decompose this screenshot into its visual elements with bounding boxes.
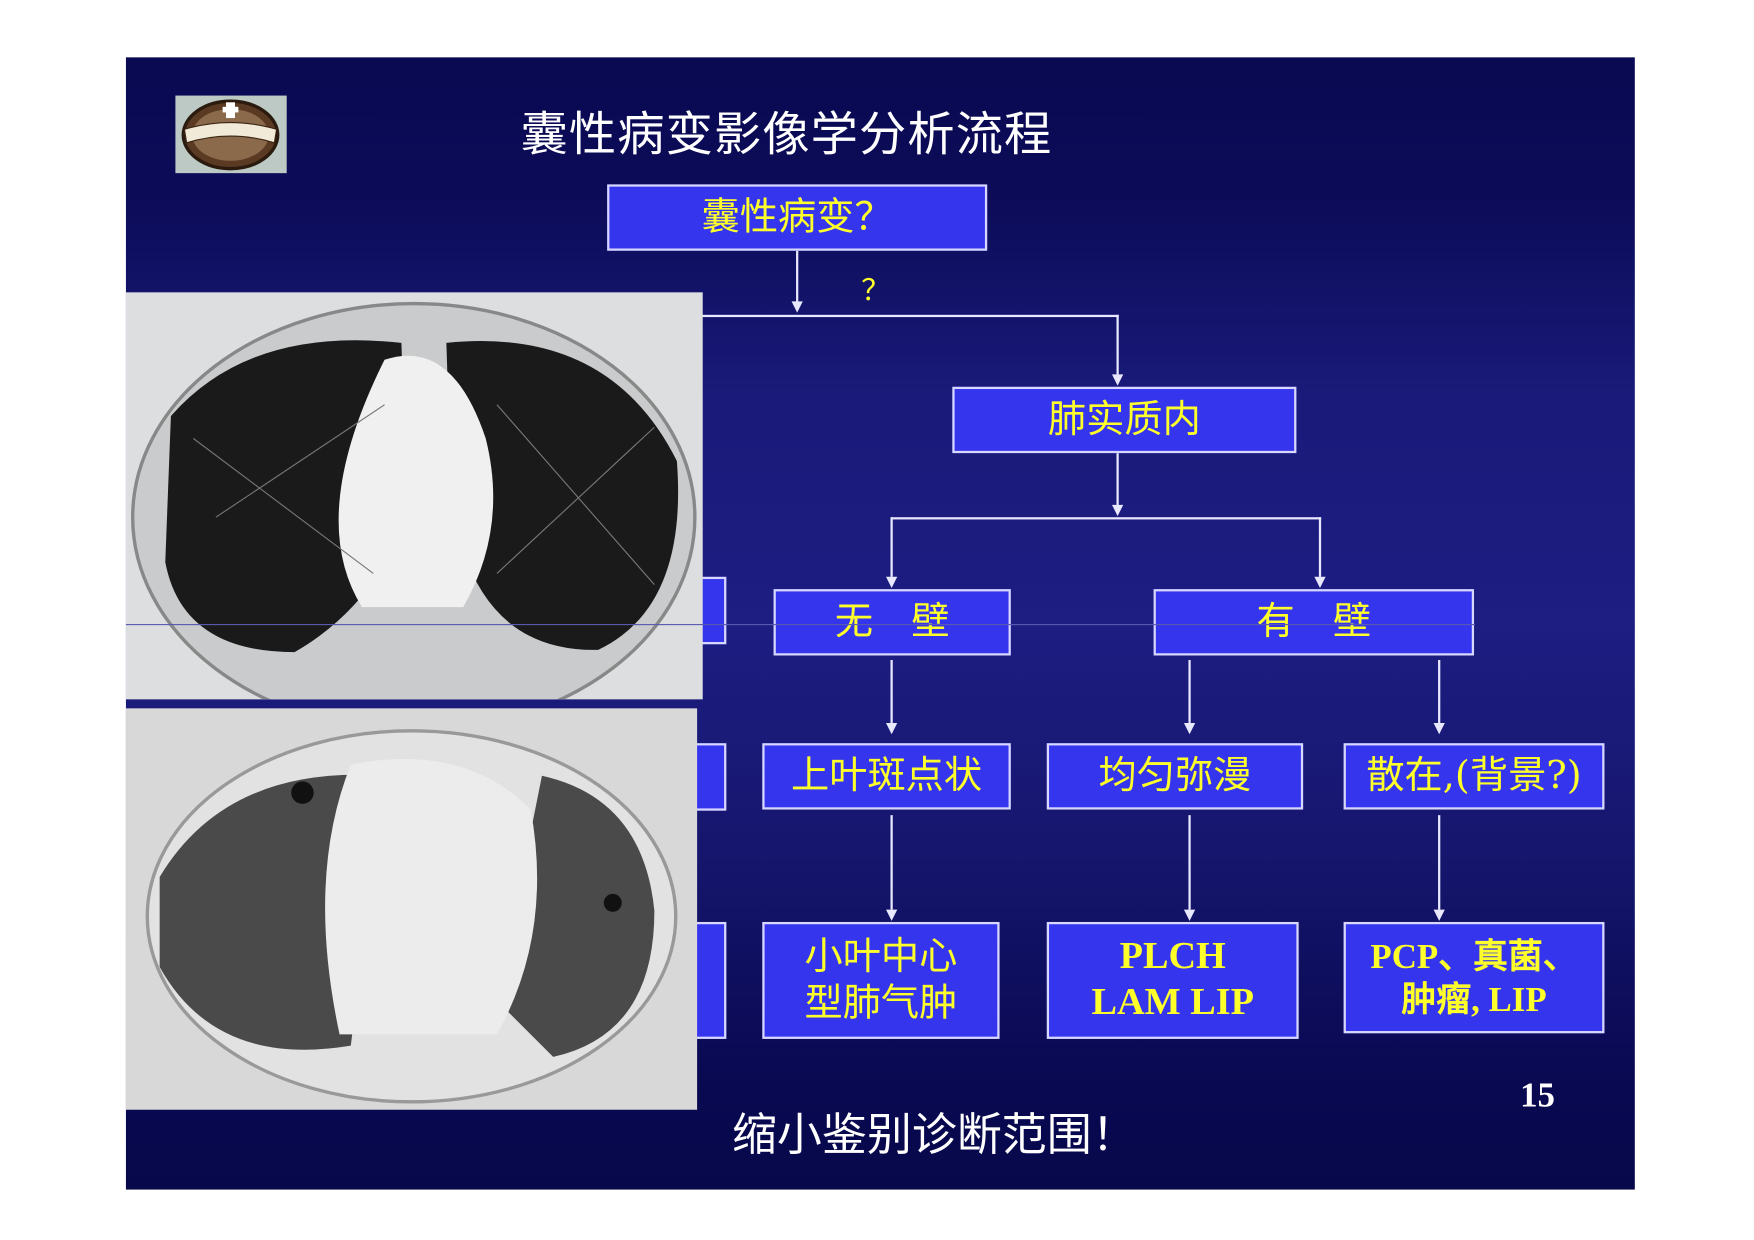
arrow-icon [1433,722,1445,735]
arrow-icon [1433,909,1445,921]
connector [796,250,799,303]
arrow-icon [1183,722,1196,735]
connector [1188,659,1191,723]
connector [890,517,1322,520]
question-mark: ？ [861,274,891,309]
connector [890,517,893,577]
connector [1318,517,1322,577]
box-pcp: PCP、真菌、 肿瘤, LIP [1343,921,1605,1034]
connector [890,659,893,723]
arrow-icon [885,909,898,921]
box-with-wall: 有 壁 [1153,589,1475,656]
box-parenchyma: 肺实质内 [952,386,1297,454]
page-number: 15 [1520,1074,1555,1115]
connector [1188,815,1191,910]
box-uniform-diffuse: 均匀弥漫 [1046,743,1304,810]
connector [1438,659,1441,723]
slide-title: 囊性病变影像学分析流程 [520,106,1053,162]
connector [1438,815,1441,910]
arrow-icon [1111,504,1124,517]
box-no-wall: 无 壁 [773,589,1011,656]
footer-text: 缩小鉴别诊断范围！ [731,1109,1137,1162]
arrow-icon [1111,374,1124,386]
arrow-icon [885,576,898,589]
arrow-icon [885,722,898,735]
box-plch: PLCH LAM LIP [1046,921,1299,1039]
box-upper-lobe: 上叶斑点状 [762,743,1011,810]
divider-line [125,624,1476,626]
connector [674,314,1119,318]
box-centrilobular: 小叶中心 型肺气肿 [762,921,1000,1039]
ct-image-upper [125,292,703,700]
connector [1116,314,1119,375]
arrow-icon [791,301,803,313]
connector [890,815,893,910]
box-root: 囊性病变？ [607,184,988,251]
arrow-icon [1314,576,1326,589]
arrow-icon [1183,909,1196,921]
connector [1116,453,1119,506]
box-scattered: 散在,(背景?) [1343,743,1605,810]
ct-image-lower [125,708,698,1110]
hospital-logo [175,95,287,174]
